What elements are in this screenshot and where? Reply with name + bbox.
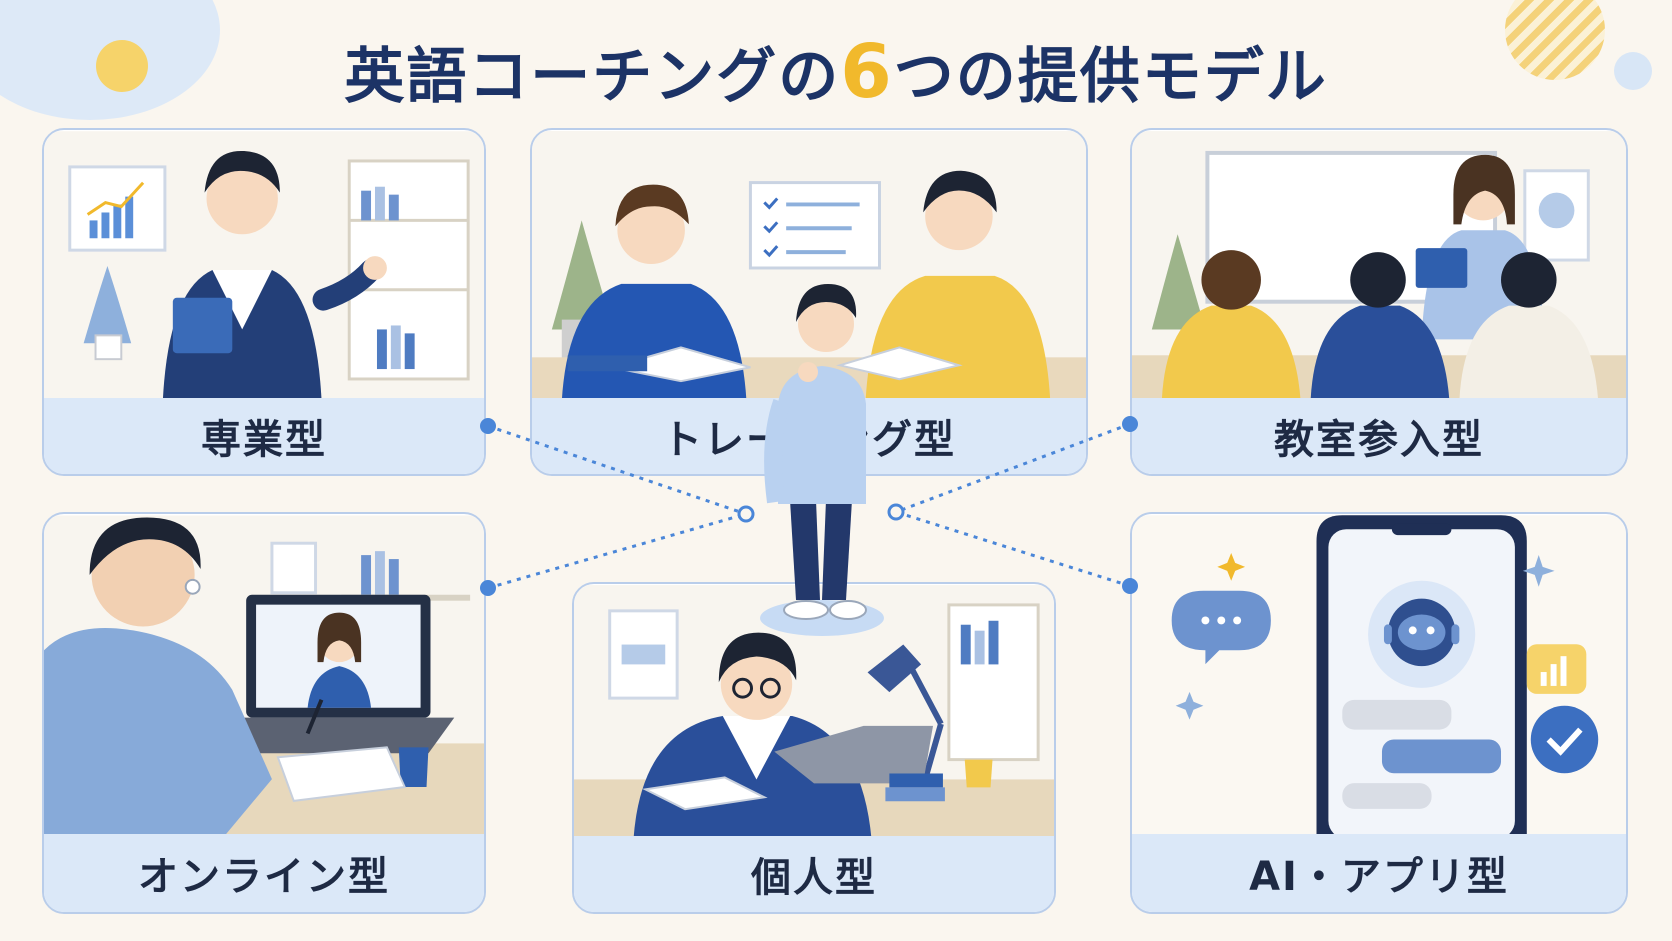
connector-node — [480, 580, 496, 596]
title-number: 6 — [840, 29, 894, 115]
connector-line — [487, 424, 747, 516]
label-band: 個人型 — [574, 836, 1054, 912]
striped-circle-decoration — [1505, 0, 1605, 80]
trainer-session-icon — [532, 130, 1086, 402]
label-band: 教室参入型 — [1132, 398, 1626, 474]
label-band: AI・アプリ型 — [1132, 834, 1626, 912]
connector-line — [487, 512, 747, 590]
business-coach-icon — [44, 131, 484, 401]
label-band: オンライン型 — [44, 834, 484, 912]
model-card-dedicated: 専業型 — [42, 128, 486, 476]
connector-node — [887, 503, 905, 521]
page-title: 英語コーチングの6つの提供モデル — [0, 28, 1672, 115]
model-card-ai-app: AI・アプリ型 — [1130, 512, 1628, 914]
model-label-online: オンライン型 — [138, 854, 390, 900]
connector-line — [895, 510, 1131, 588]
classroom-icon — [1132, 131, 1626, 401]
blue-dot-decoration — [1614, 52, 1652, 90]
title-prefix: 英語コーチングの — [344, 42, 841, 112]
model-card-classroom: 教室参入型 — [1130, 128, 1628, 476]
connector-line — [895, 422, 1131, 514]
ai-app-icon — [1132, 515, 1626, 839]
connector-node — [737, 505, 755, 523]
model-label-classroom: 教室参入型 — [1274, 417, 1484, 463]
yellow-dot-decoration — [96, 40, 148, 92]
model-card-online: オンライン型 — [42, 512, 486, 914]
video-call-icon — [44, 515, 484, 839]
connector-node — [1122, 578, 1138, 594]
model-label-ai-app: AI・アプリ型 — [1249, 854, 1509, 900]
model-card-individual: 個人型 — [572, 582, 1056, 914]
connector-node — [1122, 416, 1138, 432]
model-label-dedicated: 専業型 — [201, 417, 327, 463]
label-band: 専業型 — [44, 398, 484, 474]
center-learner-icon — [760, 284, 884, 636]
title-suffix: つの提供モデル — [893, 42, 1328, 112]
connector-node — [480, 418, 496, 434]
model-label-individual: 個人型 — [751, 855, 877, 901]
